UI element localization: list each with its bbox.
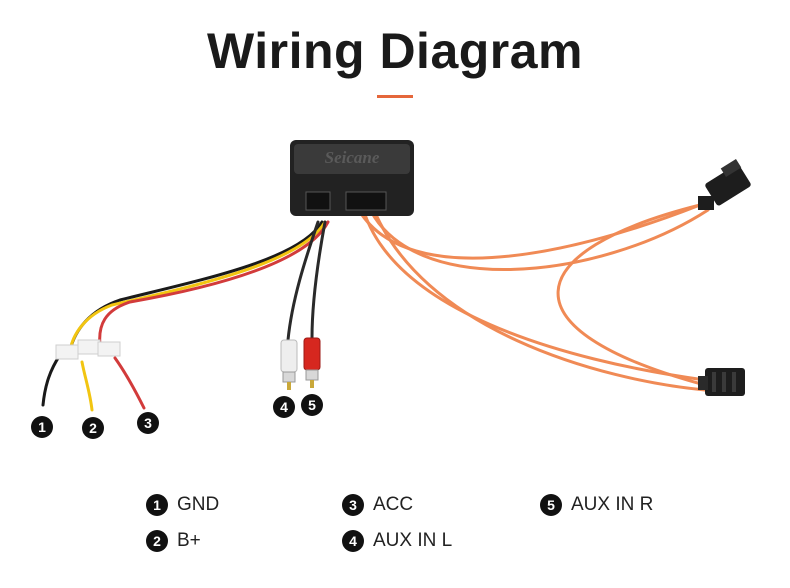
legend-number: 5	[540, 494, 562, 516]
wire-label-sleeve	[97, 341, 121, 357]
legend-number: 3	[342, 494, 364, 516]
marker-4-label: 4	[280, 399, 288, 415]
legend-item-acc: 3 ACC	[342, 494, 413, 516]
legend-item-aux-in-r: 5 AUX IN R	[540, 494, 653, 516]
fiber-connector-bottom	[698, 368, 745, 396]
legend-label: ACC	[373, 494, 414, 515]
page-title: Wiring Diagram	[206, 23, 584, 79]
legend-number: 2	[146, 530, 168, 552]
marker-4: 4	[273, 396, 295, 418]
rca-left-plug	[280, 339, 298, 390]
legend-number: 4	[342, 530, 364, 552]
legend-item-gnd: 1 GND	[146, 494, 219, 516]
legend-item-aux-in-l: 4 AUX IN L	[342, 530, 452, 552]
marker-2-label: 2	[89, 420, 97, 436]
marker-3: 3	[137, 412, 159, 434]
legend-label: B+	[177, 530, 201, 551]
wire-label-sleeve	[55, 344, 79, 360]
legend-number: 1	[146, 494, 168, 516]
rca-cables	[286, 220, 327, 342]
title-underline	[377, 95, 413, 98]
fiber-cables	[354, 203, 710, 392]
legend-item-b-plus: 2 B+	[146, 530, 201, 552]
brand-logo: Seicane	[325, 148, 380, 167]
fiber-connector-top	[698, 158, 751, 210]
legend-label: AUX IN R	[571, 494, 654, 515]
marker-5-label: 5	[308, 397, 316, 413]
marker-1-label: 1	[38, 419, 46, 435]
wire-label-sleeve	[77, 339, 101, 355]
marker-3-label: 3	[144, 415, 152, 431]
power-harness	[41, 220, 330, 412]
marker-1: 1	[31, 416, 53, 438]
interface-module: Seicane	[290, 140, 414, 216]
marker-2: 2	[82, 417, 104, 439]
marker-5: 5	[301, 394, 323, 416]
legend-label: GND	[177, 494, 220, 515]
rca-right-plug	[303, 337, 321, 388]
legend-label: AUX IN L	[373, 530, 453, 551]
